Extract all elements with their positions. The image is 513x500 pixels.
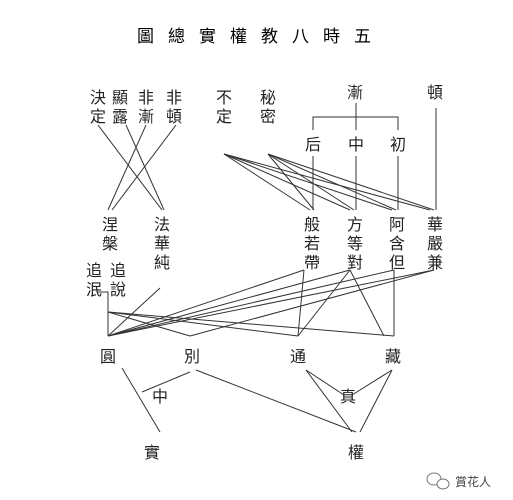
label-feidun-2: 頓 [166,107,182,126]
label-xianlu-2: 露 [112,107,128,126]
link-yuan-shi [121,367,161,433]
label-fahua-1: 法 [154,215,170,234]
label-zhuishuo-1: 追 [110,261,126,280]
label-bore-1: 般 [304,215,320,234]
link-conv-tong [107,311,299,337]
label-mimi-1: 秘 [260,88,276,107]
link-fangdeng-zang [349,269,385,337]
watermark: 賞花人 [426,472,491,490]
bottom-section: 中 真 實 權 [144,387,364,462]
link-zang-zhen [351,369,393,396]
label-fangdeng-3: 對 [347,253,363,272]
link-mimi-fangdeng [267,153,355,211]
label-ahan-3: 但 [389,253,405,272]
label-ahan-1: 阿 [389,215,405,234]
label-bore-3: 帶 [304,253,320,272]
label-buding-1: 不 [216,88,232,107]
middle-row: 涅 槃 法 華 純 追 泯 追 說 般 若 帶 方 等 對 阿 含 但 華 嚴 … [86,215,443,299]
link-fangdeng-conv [107,269,351,337]
link-bore-tong [297,269,305,337]
label-jueding-1: 決 [90,88,106,107]
link-zang-quan [359,369,393,433]
label-dun: 頓 [427,83,443,102]
link-tong-zhen [305,369,345,396]
link-ahan-conv [107,269,395,337]
label-fangdeng-2: 等 [347,234,363,253]
label-huayan-2: 嚴 [427,234,443,253]
label-yuan: 圓 [100,347,116,366]
link-mimi-huayan [267,153,435,211]
link-jueding-fahua [97,124,163,211]
label-tong: 通 [290,347,306,366]
link-buding-bore [223,153,311,211]
diagram-title: 圖總實權教八時五 [137,27,385,47]
label-feidun-1: 非 [166,88,182,107]
label-zang: 藏 [385,347,401,366]
label-feijian-1: 非 [138,88,154,107]
link-fangdeng-tong [297,269,351,337]
label-zhen: 真 [340,387,356,406]
label-zhong-bottom: 中 [152,387,168,406]
label-shi: 實 [144,443,160,462]
link-huayan-bie [189,269,435,337]
label-bie: 別 [184,347,200,366]
link-buding-huayan [223,153,431,211]
link-buding-ahan [223,153,393,211]
link-feijian-niepan [107,124,147,211]
link-huayan-conv [107,269,435,337]
zhui-bracket [98,291,109,312]
label-bore-2: 若 [304,234,320,253]
label-niepan-1: 涅 [102,215,118,234]
link-fahua-conv [107,287,161,337]
label-feijian-2: 漸 [138,107,154,126]
watermark-text: 賞花人 [455,474,491,489]
link-mimi-bore [267,153,315,211]
link-xianlu-fahua [125,124,165,211]
link-buding-fangdeng [223,153,351,211]
label-zhuimin-2: 泯 [86,280,102,299]
label-huayan-1: 華 [427,215,443,234]
label-xianlu-1: 顯 [112,88,128,107]
label-zhong-top: 中 [348,135,364,154]
label-jian: 漸 [347,83,363,102]
link-bie-quan [195,369,357,433]
connector-lines [97,103,437,433]
link-conv-bie [107,311,191,337]
wechat-icon [426,472,450,490]
label-fahua-3: 純 [154,253,170,272]
label-ahan-2: 含 [389,234,405,253]
label-hou: 后 [305,135,321,154]
label-huayan-3: 兼 [427,253,443,272]
link-feidun-niepan [111,124,177,211]
label-fahua-2: 華 [154,234,170,253]
label-zhuimin-1: 追 [86,261,102,280]
label-jueding-2: 定 [90,107,106,126]
four-teachings-row: 圓 別 通 藏 [100,347,401,366]
label-mimi-2: 密 [260,107,276,126]
link-bie-shi [141,371,191,393]
link-bore-conv [107,269,305,337]
link-mimi-ahan [267,153,397,211]
link-conv-zang [107,311,395,337]
label-quan: 權 [348,443,364,462]
label-zhuishuo-2: 說 [110,280,126,299]
label-niepan-2: 槃 [102,234,118,253]
top-row: 決 定 顯 露 非 漸 非 頓 不 定 秘 密 漸 頓 后 中 初 [90,83,443,154]
label-buding-2: 定 [216,107,232,126]
label-chu: 初 [390,135,406,154]
label-fangdeng-1: 方 [347,215,363,234]
link-tong-quan [305,369,353,433]
